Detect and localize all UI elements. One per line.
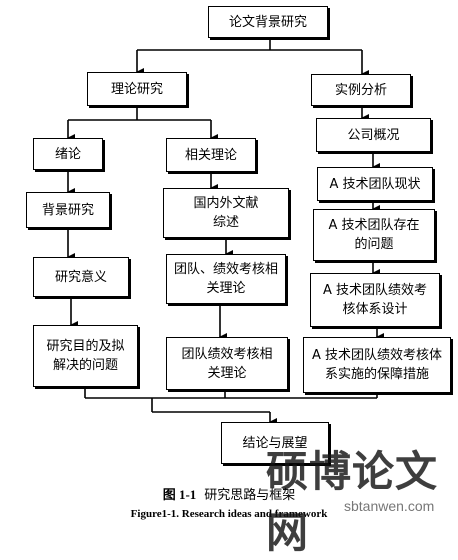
node-problems: A 技术团队存在的问题 — [313, 209, 435, 261]
node-root: 论文背景研究 — [208, 6, 328, 38]
node-company: 公司概况 — [316, 118, 431, 152]
figure-number: 图 1-1 — [162, 487, 197, 502]
node-conclusion: 结论与展望 — [221, 422, 329, 464]
node-background: 背景研究 — [26, 192, 110, 228]
node-team-theory: 团队、绩效考核相关理论 — [166, 254, 286, 304]
node-purpose: 研究目的及拟解决的问题 — [33, 325, 138, 387]
connector-lines — [67, 38, 384, 426]
node-intro: 绪论 — [33, 138, 103, 170]
node-theory: 理论研究 — [87, 72, 187, 106]
node-related: 相关理论 — [166, 138, 256, 172]
figure-caption-cn: 图 1-1 研究思路与框架 — [0, 484, 458, 503]
node-case: 实例分析 — [311, 74, 411, 106]
node-status: A 技术团队现状 — [317, 167, 433, 201]
node-literature: 国内外文献综述 — [163, 188, 289, 238]
figure-title-cn: 研究思路与框架 — [204, 488, 296, 503]
node-safeguard: A 技术团队绩效考核体系实施的保障措施 — [303, 337, 451, 393]
node-significance: 研究意义 — [33, 257, 129, 297]
node-system-design: A 技术团队绩效考核体系设计 — [310, 273, 440, 327]
figure-caption-en: Figure1-1. Research ideas and framework — [130, 508, 328, 520]
node-perf-theory: 团队绩效考核相关理论 — [166, 337, 288, 390]
